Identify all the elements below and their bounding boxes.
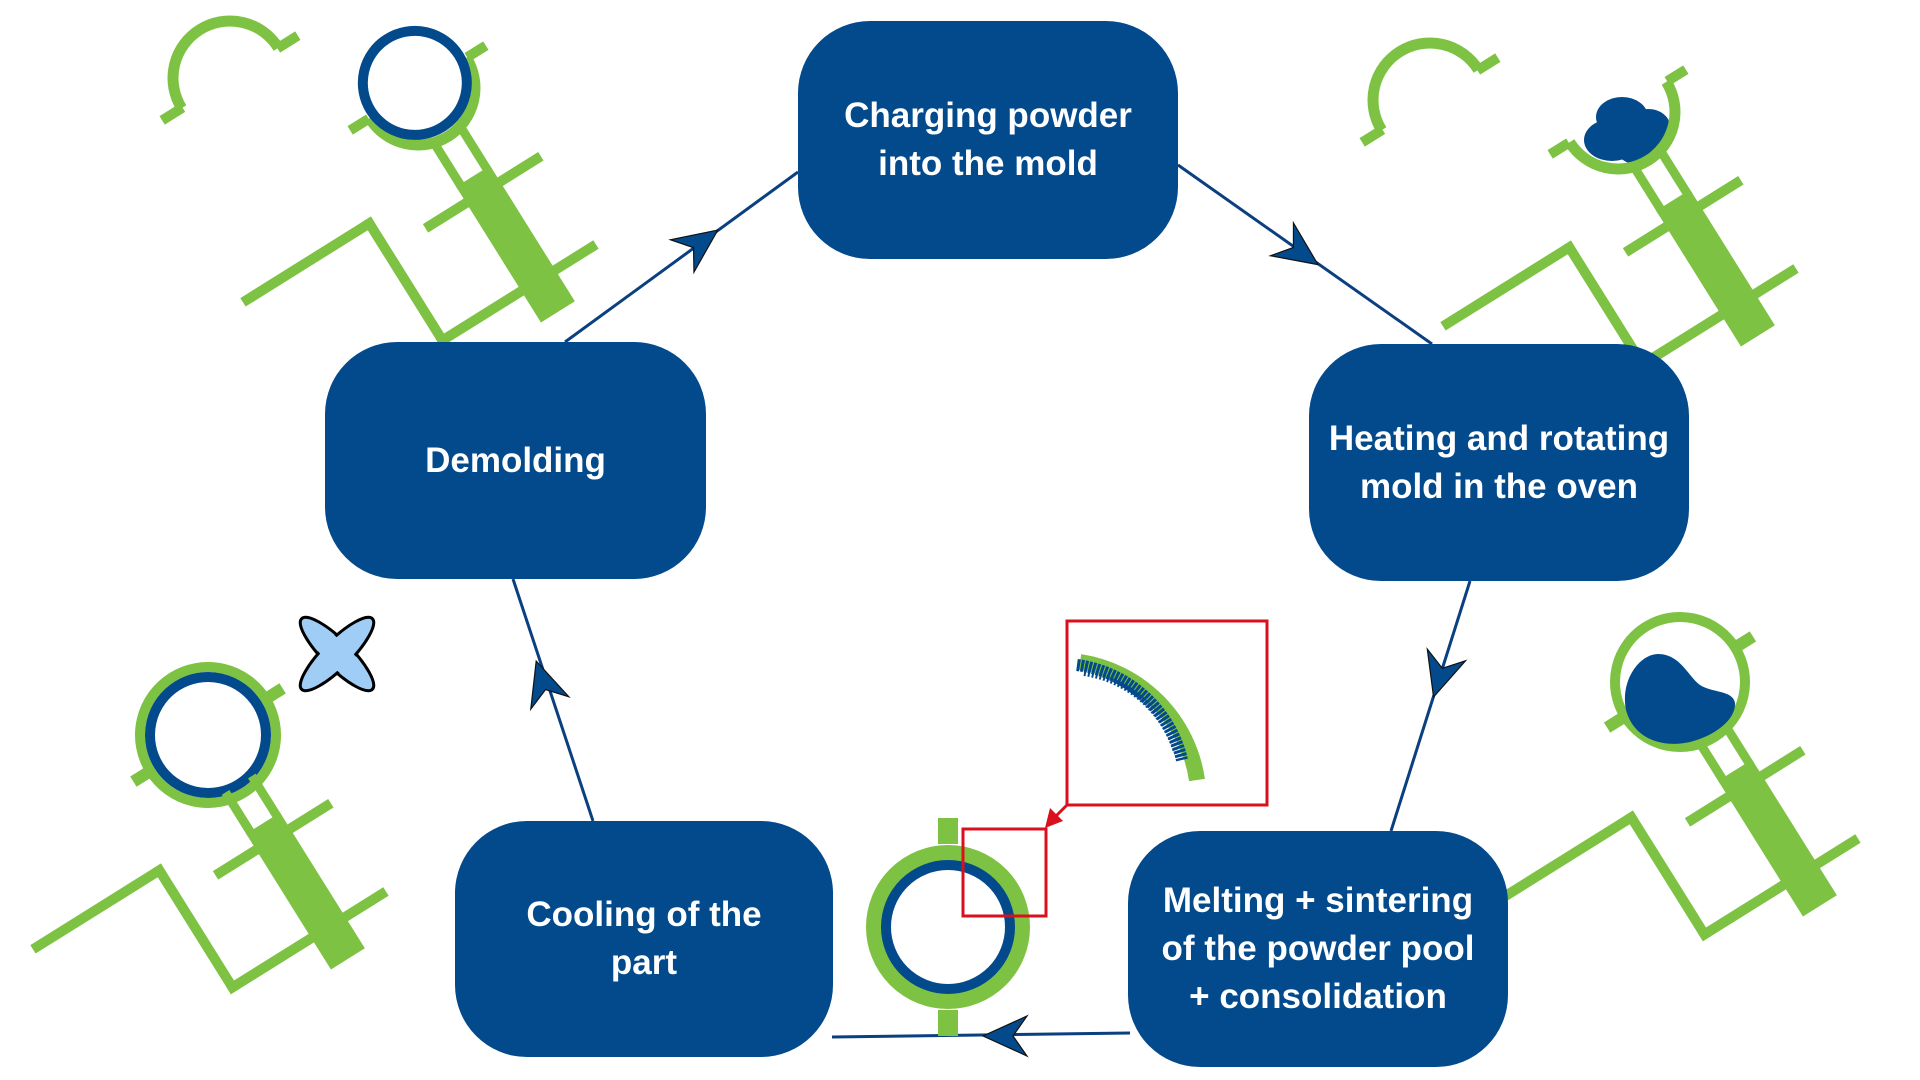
mold-cooling-icon xyxy=(16,615,406,1080)
detail-pointer-arrow-icon xyxy=(1045,808,1063,828)
mold-rotating-icon xyxy=(1488,612,1878,1045)
sintered-layer-detail-icon xyxy=(1076,654,1205,782)
mold-section-icon xyxy=(866,818,1030,1036)
mold-open-powder-icon xyxy=(1359,37,1816,475)
connector-heating-to-melting xyxy=(1389,580,1472,832)
powder-cloud-icon xyxy=(1584,97,1670,165)
arrowhead-icon xyxy=(668,229,719,275)
arrowhead-icon xyxy=(529,659,571,712)
detail-highlight xyxy=(961,619,1269,918)
powder-pool-icon xyxy=(1624,654,1736,744)
connector-cooling-to-demolding xyxy=(511,578,595,822)
arrowhead-icon xyxy=(1426,647,1468,699)
mold-open-empty-icon xyxy=(159,15,616,451)
connector-melting-to-cooling xyxy=(831,1031,1131,1039)
step-melting-sintering: Melting + sintering of the powder pool +… xyxy=(1128,831,1508,1067)
step-cooling: Cooling of the part xyxy=(455,821,833,1057)
cooling-fan-icon xyxy=(298,615,376,693)
arrowhead-icon xyxy=(1268,220,1320,266)
connector-demolding-to-charging xyxy=(564,170,799,344)
step-demolding: Demolding xyxy=(325,342,706,579)
detail-highlight-box xyxy=(961,827,1048,918)
flow-arrowheads xyxy=(529,220,1468,1058)
step-charging-powder: Charging powder into the mold xyxy=(798,21,1178,259)
arrowhead-icon xyxy=(981,1014,1029,1058)
step-heating-rotating: Heating and rotating mold in the oven xyxy=(1309,344,1689,581)
detail-inset-box xyxy=(1065,619,1269,807)
